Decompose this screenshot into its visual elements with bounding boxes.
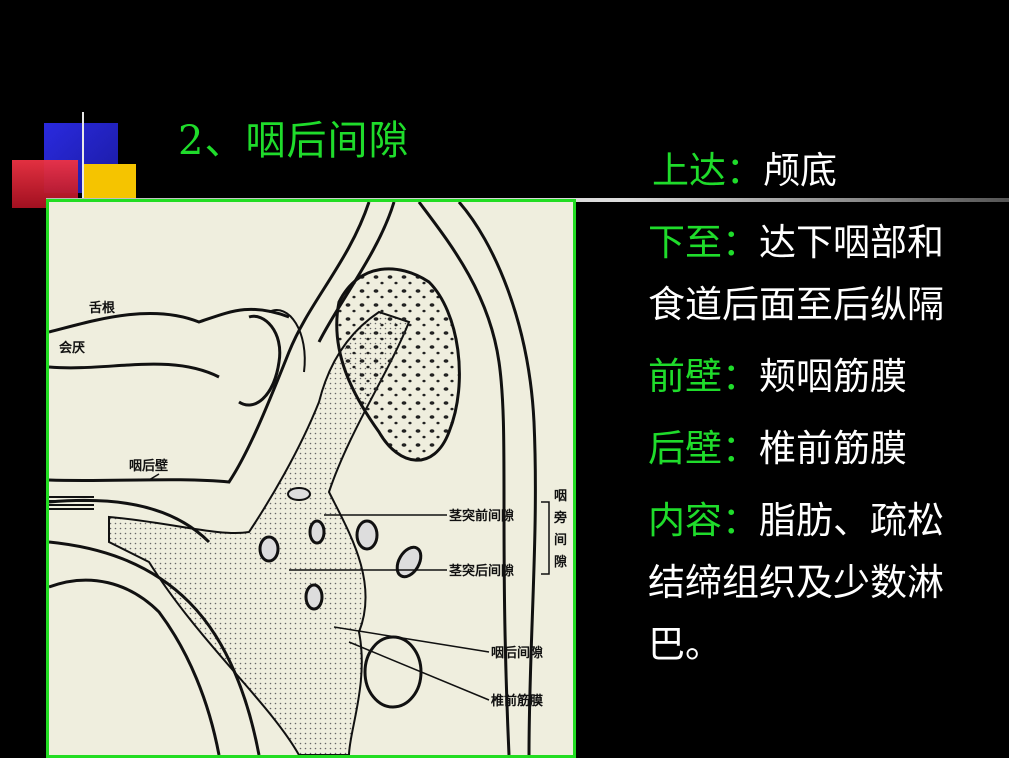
detail-row-back-wall: 后壁：椎前筋膜 [648,418,988,480]
detail-key: 前壁： [648,355,759,398]
details-panel: 上达：颅底 下至：达下咽部和 食道后面至后纵隔 前壁：颊咽筋膜 后壁：椎前筋膜 … [648,140,988,676]
label-pharynx-back-wall: 咽后壁 [129,458,168,474]
detail-value: 食道后面至后纵隔 [648,283,944,326]
label-retropharyngeal: 咽后间隙 [491,645,543,661]
detail-row-down-cont: 食道后面至后纵隔 [648,274,988,336]
label-pre-styloid: 茎突前间隙 [449,508,514,524]
detail-value: 达下咽部和 [759,221,944,264]
detail-row-up: 上达：颅底 [648,140,988,202]
detail-value: 脂肪、疏松 [759,499,944,542]
label-epiglottis: 会厌 [59,340,85,356]
detail-value: 颊咽筋膜 [759,355,907,398]
detail-row-down: 下至：达下咽部和 [648,212,988,274]
label-parapharyngeal-1: 咽 [554,489,567,504]
deco-yellow-square [82,164,136,202]
label-parapharyngeal-4: 隙 [554,554,567,570]
detail-key: 下至： [648,221,759,264]
detail-value: 椎前筋膜 [759,427,907,470]
anatomy-drawing: 舌根 会厌 咽后壁 茎突前间隙 茎突后间隙 咽 旁 间 隙 咽后间隙 椎前筋膜 [49,202,567,755]
detail-row-content-end: 巴。 [648,614,988,676]
anatomy-figure: 舌根 会厌 咽后壁 茎突前间隙 茎突后间隙 咽 旁 间 隙 咽后间隙 椎前筋膜 [46,199,576,758]
detail-key: 后壁： [648,427,759,470]
detail-value: 巴。 [648,623,722,666]
detail-row-front-wall: 前壁：颊咽筋膜 [648,346,988,408]
label-post-styloid: 茎突后间隙 [449,563,514,579]
detail-value: 结缔组织及少数淋 [648,561,944,604]
label-parapharyngeal-2: 旁 [553,510,567,526]
detail-key: 上达： [652,149,763,192]
label-prevertebral-fascia: 椎前筋膜 [490,693,543,709]
label-parapharyngeal-3: 间 [554,532,567,548]
deco-vertical-line [82,112,84,204]
detail-row-content: 内容：脂肪、疏松 [648,490,988,552]
detail-value: 颅底 [763,149,837,192]
vertebra-body [335,267,461,462]
detail-row-content-cont: 结缔组织及少数淋 [648,552,988,614]
slide-title: 2、咽后间隙 [178,118,410,164]
label-tongue-root: 舌根 [89,300,116,316]
detail-key: 内容： [648,499,759,542]
